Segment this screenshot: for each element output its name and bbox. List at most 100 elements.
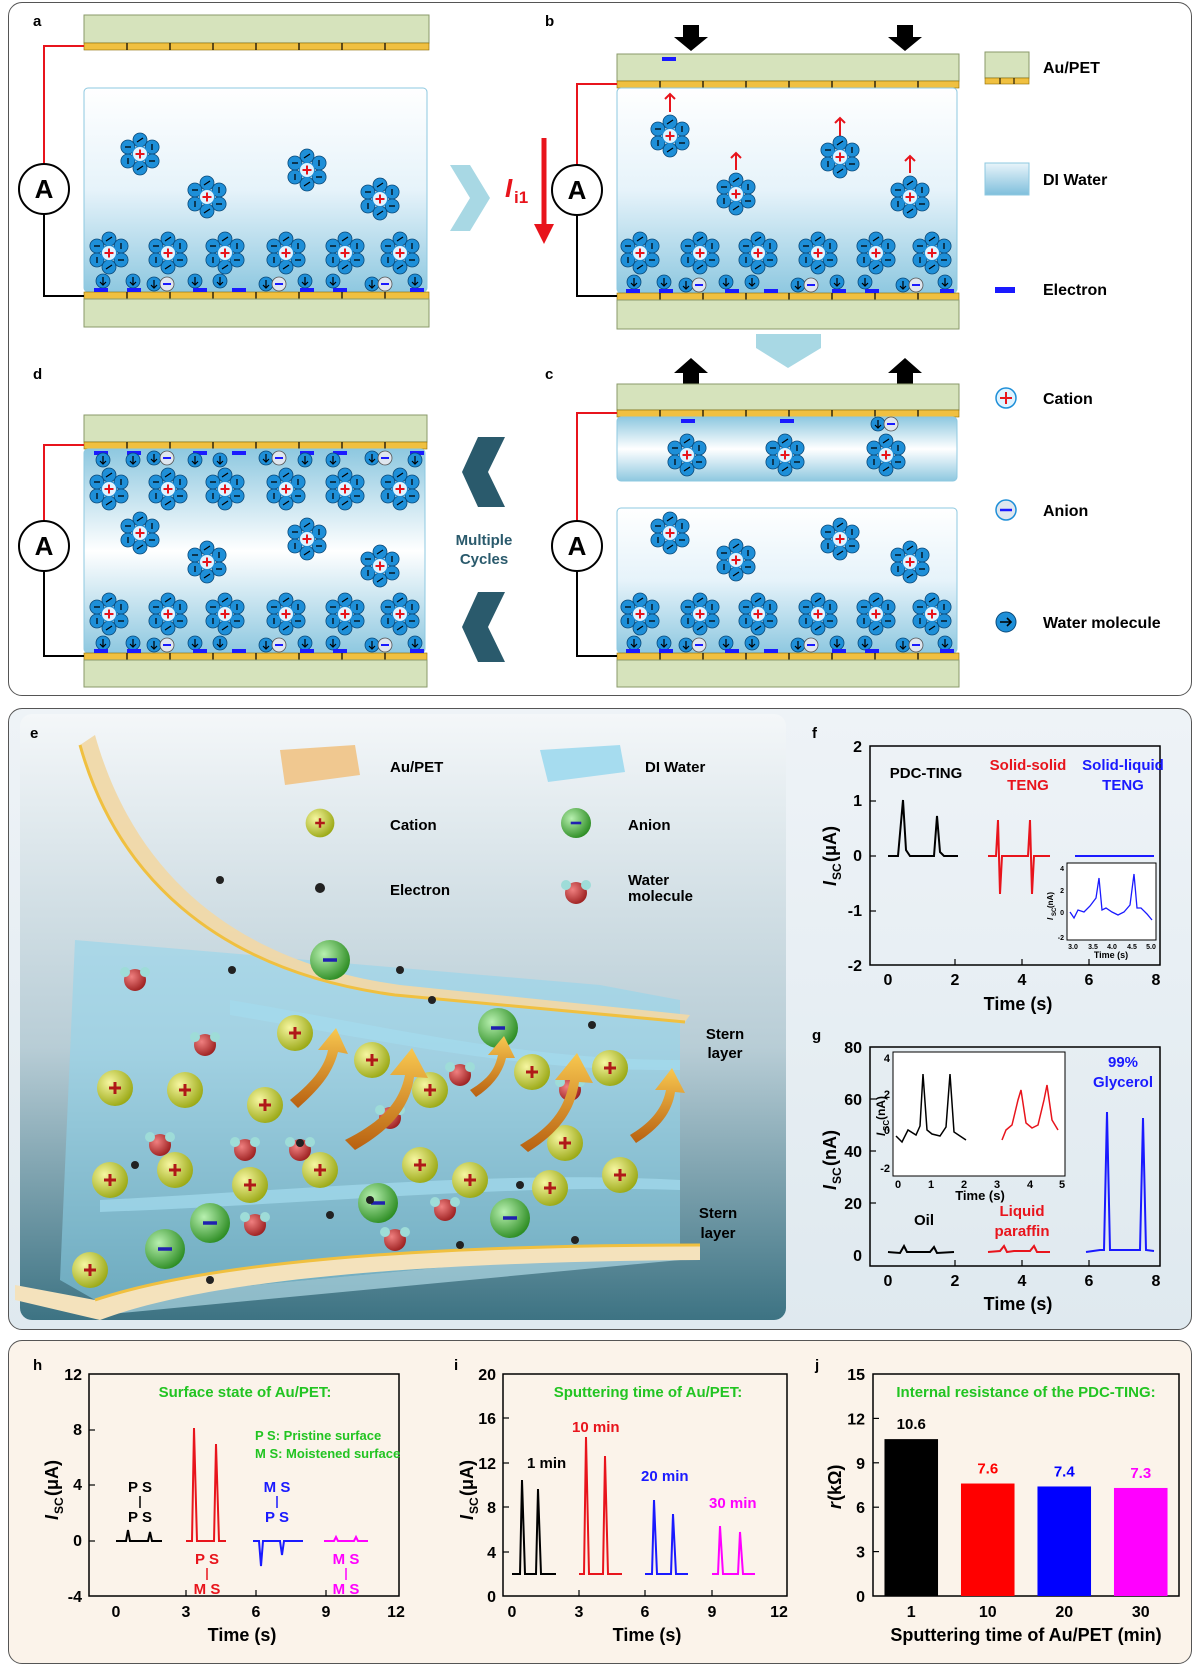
h-xtick: 3 <box>182 1604 191 1621</box>
f-inset-xtick: 3.5 <box>1088 944 1098 951</box>
label-f: f <box>812 725 818 742</box>
i-xlabel: Time (s) <box>613 1625 682 1645</box>
legend-molecule: Water molecule <box>1043 615 1161 632</box>
j-ytick: 9 <box>856 1456 865 1473</box>
i-series-label-1: 1 min <box>527 1455 566 1472</box>
f-ylabel-unit: (μA) <box>820 826 840 862</box>
h-xtick: 6 <box>252 1604 261 1621</box>
g-inset-ytick: -2 <box>880 1163 890 1175</box>
h-series-ms-ms <box>324 1534 368 1542</box>
g-inset-ylabel-unit: (nA) <box>874 1096 888 1120</box>
i-ytick: 0 <box>487 1589 496 1606</box>
j-xtick: 10 <box>979 1604 997 1621</box>
h-pair-bottom: P S <box>265 1509 289 1526</box>
legend-e-electron: Electron <box>390 882 450 899</box>
g-ylabel-sub: SC <box>830 1167 844 1184</box>
i-ylabel-sub: SC <box>467 1497 481 1514</box>
f-ytick: 0 <box>853 848 862 865</box>
g-inset-xtick: 3 <box>994 1179 1000 1191</box>
multiple-cycles-line2: Cycles <box>460 551 508 568</box>
g-inset-xtick: 2 <box>961 1179 967 1191</box>
g-inset-xtick: 0 <box>895 1179 901 1191</box>
h-series-ms-ps <box>253 1540 303 1567</box>
label-j: j <box>814 1357 819 1374</box>
cation-ball-icon <box>304 807 336 839</box>
i-series-label-20: 20 min <box>641 1468 689 1485</box>
f-series-ss <box>988 819 1050 895</box>
chevron-right-icon <box>450 165 490 231</box>
g-inset-ytick: 2 <box>884 1089 890 1101</box>
g-label-gl2: Glycerol <box>1093 1074 1153 1091</box>
legend-water: DI Water <box>1043 172 1107 189</box>
g-xtick: 2 <box>951 1273 960 1290</box>
f-xtick: 4 <box>1018 972 1027 989</box>
f-inset <box>1066 862 1157 941</box>
label-g: g <box>812 1027 821 1044</box>
f-inset-ylabel-unit: (nA) <box>1046 892 1055 908</box>
i-xtick: 3 <box>575 1604 584 1621</box>
i-ylabel-unit: (μA) <box>457 1460 477 1496</box>
j-ytick: 3 <box>856 1545 865 1562</box>
g-inset-xlabel: Time (s) <box>955 1188 1005 1203</box>
panel-e: e Au/PET DI Water Cation Anion Electron … <box>15 714 786 1320</box>
f-label-pdc: PDC-TING <box>890 765 963 782</box>
g-inset-xtick: 4 <box>1027 1179 1034 1191</box>
panel-b: b A I i1 <box>505 13 960 330</box>
g-ytick: 40 <box>844 1144 862 1161</box>
f-inset-ylabel: I <box>1046 917 1055 920</box>
i-ytick: 20 <box>478 1367 496 1384</box>
h-ylabel-unit: (μA) <box>42 1460 62 1496</box>
i-ytick: 16 <box>478 1411 496 1428</box>
label-d: d <box>33 366 42 383</box>
j-ytick: 12 <box>847 1411 865 1428</box>
i-series-label-10: 10 min <box>572 1419 620 1436</box>
g-xlabel: Time (s) <box>984 1294 1053 1314</box>
i-series-30 <box>712 1525 755 1575</box>
stern-bottom-2: layer <box>700 1225 735 1242</box>
i-series-10 <box>579 1436 622 1575</box>
j-title: Internal resistance of the PDC-TING: <box>896 1384 1155 1401</box>
g-series-gl <box>1085 1111 1155 1253</box>
j-bar <box>884 1439 939 1596</box>
j-ylabel-unit: (kΩ) <box>825 1465 845 1501</box>
anion-ball-icon <box>559 806 593 840</box>
g-ylabel: I <box>820 1184 840 1190</box>
legend-e-molecule2: molecule <box>628 888 693 905</box>
ammeter-b: A <box>568 175 587 205</box>
chart-g: g 80 60 40 20 0 0 2 4 6 8 Time (s) I SC … <box>812 1027 1161 1314</box>
panel-c: c A <box>545 358 960 688</box>
label-i: i <box>454 1357 458 1374</box>
label-h: h <box>33 1357 42 1374</box>
multiple-cycles-line1: Multiple <box>456 532 513 549</box>
g-inset-series-lp <box>1001 1084 1059 1141</box>
chevron-down-icon <box>756 334 821 368</box>
legend-aupet: Au/PET <box>1043 60 1100 77</box>
release-arrow-icon <box>674 358 708 385</box>
i-xtick: 0 <box>508 1604 517 1621</box>
j-bar <box>960 1483 1015 1596</box>
f-xtick: 6 <box>1085 972 1094 989</box>
h-ytick: -4 <box>68 1589 82 1606</box>
h-pair-top: M S <box>264 1479 291 1496</box>
h-ylabel: I <box>42 1514 62 1520</box>
j-value-label: 7.6 <box>977 1461 998 1478</box>
i-xtick: 9 <box>708 1604 717 1621</box>
press-arrow-icon <box>888 25 922 51</box>
f-ytick: -1 <box>848 903 862 920</box>
stern-top-1: Stern <box>706 1026 744 1043</box>
f-label-sl2: TENG <box>1102 777 1144 794</box>
i-series-1 <box>512 1479 556 1575</box>
f-xlabel: Time (s) <box>984 994 1053 1014</box>
g-label-lp2: paraffin <box>994 1223 1049 1240</box>
f-inset-xtick: 4.0 <box>1107 944 1117 951</box>
j-ytick: 15 <box>847 1367 865 1384</box>
i-ytick: 12 <box>478 1456 496 1473</box>
f-inset-ytick: 0 <box>1060 910 1064 917</box>
i-ytick: 8 <box>487 1500 496 1517</box>
g-label-lp1: Liquid <box>1000 1203 1045 1220</box>
h-series-ps-ms <box>186 1427 226 1542</box>
release-arrow-icon <box>888 358 922 385</box>
f-inset-series <box>1069 873 1153 921</box>
g-xtick: 0 <box>884 1273 893 1290</box>
legend-top: Au/PET DI Water Electron Cation Anion Wa… <box>984 51 1161 633</box>
